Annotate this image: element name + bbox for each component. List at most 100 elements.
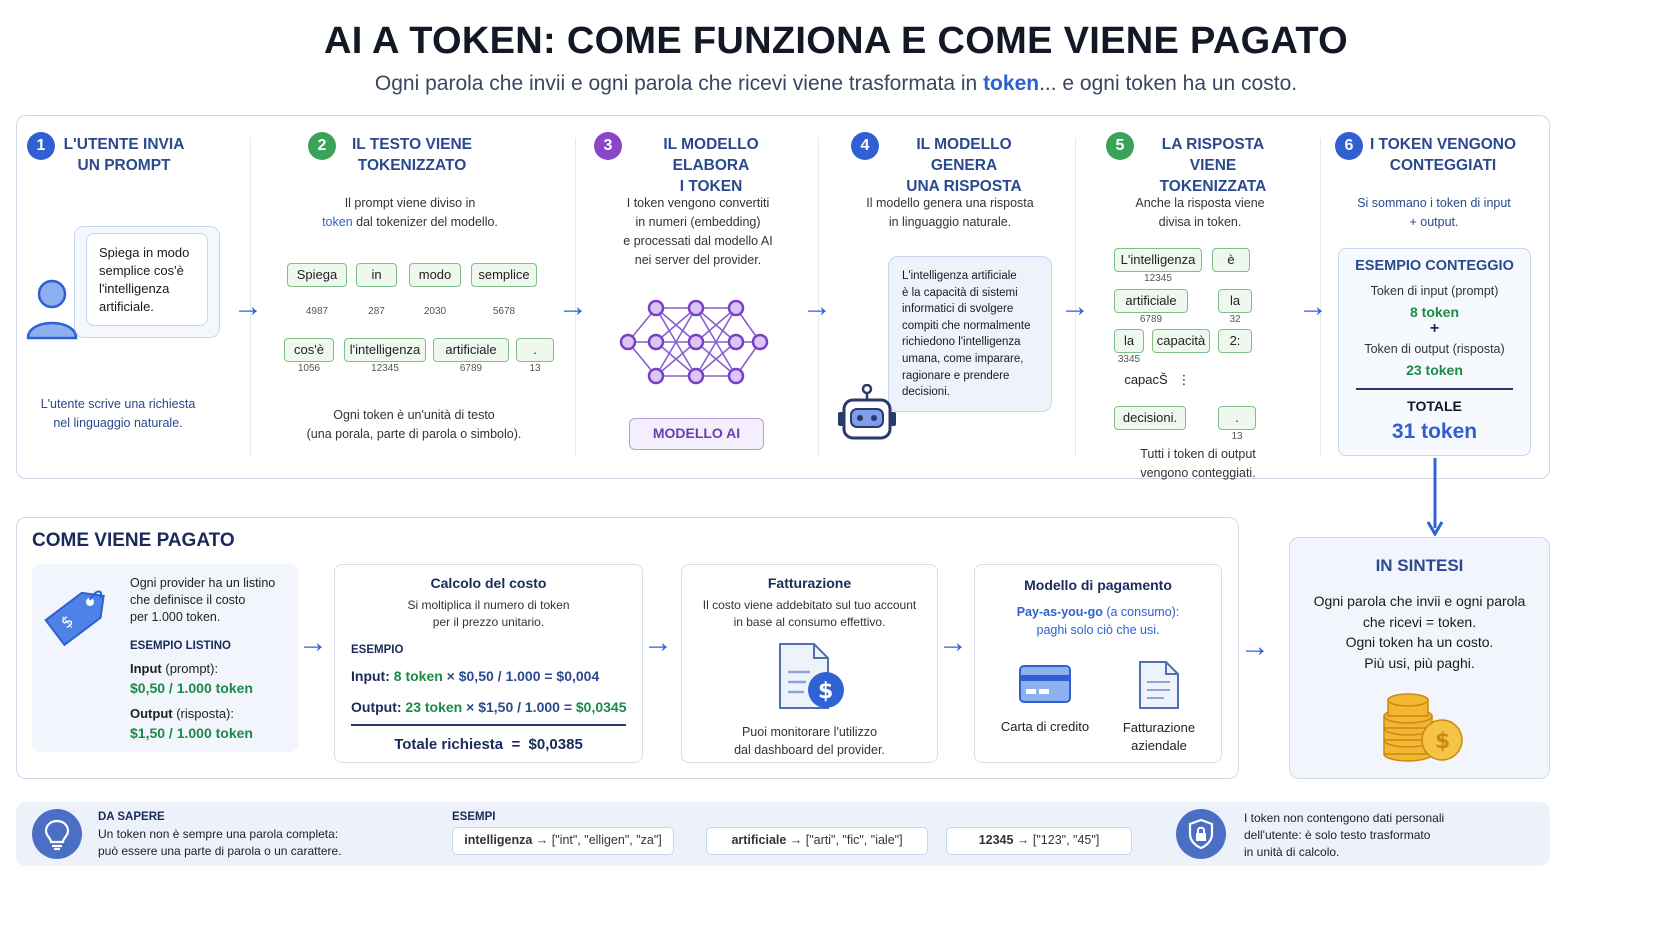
footer-privacy: I token non contengono dati personali de…: [1244, 811, 1445, 859]
network-node: [727, 299, 745, 317]
token-id: 13: [529, 363, 541, 374]
calcolo-total: Totale richiesta = $0,0385: [394, 736, 583, 753]
token-chip: capacŠ: [1124, 372, 1168, 387]
network-edge: [695, 341, 737, 377]
token-chip: .: [1218, 406, 1256, 430]
sintesi-title: IN SINTESI: [1375, 556, 1464, 575]
arrow-icon: →: [298, 626, 328, 659]
arrow-icon: →: [938, 626, 968, 659]
footer-examples-label: ESEMPI: [452, 811, 496, 823]
arrow-icon: →: [233, 290, 263, 323]
count-input-value: 8 token: [1409, 304, 1459, 320]
calcolo-input-line: Input: 8 token × $0,50 / 1.000 = $0,004: [351, 668, 600, 684]
token-chip: artificiale: [1114, 289, 1188, 313]
count-box: [1338, 248, 1531, 456]
count-input-label: Token di input (prompt): [1370, 284, 1499, 298]
token-id: 1056: [297, 363, 321, 374]
step-2-number: 2: [308, 132, 336, 160]
arrow-icon: →: [1298, 290, 1328, 323]
token-chip: Spiega: [287, 263, 347, 287]
step-5-desc: Anche la risposta viene divisa in token.: [1135, 196, 1265, 229]
step-3-desc: I token vengono convertiti in numeri (em…: [623, 196, 773, 267]
model-ai-badge: MODELLO AI: [629, 418, 764, 450]
step-1-desc: L'utente scrive una richiesta nel lingua…: [40, 397, 196, 430]
step-5-foot: Tutti i token di output vengono conteggi…: [1140, 447, 1256, 480]
token-id: 3345: [1117, 354, 1141, 365]
token-id: 12345: [371, 363, 399, 374]
step-4-desc: Il modello genera una risposta in lingua…: [866, 196, 1034, 229]
sintesi-text: Ogni parola che invii e ogni parola che …: [1313, 593, 1526, 671]
token-id: 287: [368, 306, 385, 317]
footer-title: DA SAPERE: [98, 811, 165, 823]
count-box-title: ESEMPIO CONTEGGIO: [1355, 258, 1514, 274]
token-chip: semplice: [471, 263, 537, 287]
step-1-number: 1: [27, 132, 55, 160]
network-node: [727, 367, 745, 385]
step-5-number: 5: [1106, 132, 1134, 160]
network-edge: [695, 307, 737, 377]
listino-output-label: Output (risposta):: [130, 706, 234, 721]
token-id: 32: [1229, 314, 1241, 325]
token-chip: cos'è: [284, 338, 334, 362]
payment-option-business: Fatturazione aziendale: [1122, 720, 1196, 753]
token-id: 13: [1231, 431, 1243, 442]
listino-input-label: Input (prompt):: [130, 661, 219, 676]
arrow-icon: →: [558, 290, 588, 323]
calcolo-example-label: ESEMPIO: [351, 644, 404, 656]
step-2-title: IL TESTO VIENE TOKENIZZATO: [351, 136, 472, 174]
network-node: [687, 333, 705, 351]
modello-desc: paghi solo ciò che usi.: [1036, 623, 1160, 637]
user-icon: [24, 276, 80, 347]
fatturazione-title: Fatturazione: [767, 575, 852, 591]
step-3-title: IL MODELLO ELABORA I TOKEN: [663, 136, 759, 195]
token-chip: la: [1218, 289, 1252, 313]
network-node: [727, 333, 745, 351]
page-subtitle: Ogni parola che invii e ogni parola che …: [374, 72, 1298, 95]
price-tag-icon: $: [42, 586, 106, 659]
step-4-number: 4: [851, 132, 879, 160]
response-bubble-text: L'intelligenza artificiale è la capacità…: [902, 270, 1031, 399]
token-chip: è: [1212, 248, 1250, 272]
listino-card: [32, 564, 298, 752]
token-chip: 2:: [1218, 329, 1252, 353]
count-output-label: Token di output (risposta): [1364, 342, 1505, 356]
count-total-label: TOTALE: [1407, 398, 1462, 414]
token-id: 4987: [305, 306, 329, 317]
token-chip: l'intelligenza: [344, 338, 426, 362]
listino-output-price: $1,50 / 1.000 token: [130, 725, 253, 741]
modello-card: [974, 564, 1222, 763]
network-edge: [695, 307, 737, 343]
token-id: 2030: [423, 306, 447, 317]
network-node: [687, 299, 705, 317]
token-chip: la: [1114, 329, 1144, 353]
step-5-title: LA RISPOSTA VIENE TOKENIZZATA: [1159, 136, 1267, 195]
token-chip: in: [356, 263, 397, 287]
payment-heading: COME VIENE PAGATO: [32, 530, 235, 551]
calcolo-output-line: Output: 23 token × $1,50 / 1.000 = $0,03…: [351, 699, 627, 715]
network-node: [751, 333, 769, 351]
process-panel: [16, 115, 1550, 479]
payment-option-card: Carta di credito: [1000, 719, 1090, 734]
neural-network-icon: [610, 286, 780, 403]
token-id: 5678: [492, 306, 516, 317]
listino-input-price: $0,50 / 1.000 token: [130, 680, 253, 696]
network-node: [687, 367, 705, 385]
token-id: 6789: [459, 363, 483, 374]
coins-icon: $: [1378, 684, 1468, 769]
step-6-title: I TOKEN VENGONO CONTEGGIATI: [1369, 136, 1517, 174]
token-chip: modo: [409, 263, 461, 287]
modello-title: Modello di pagamento: [1024, 577, 1172, 593]
network-edge: [655, 307, 697, 377]
step-3-number: 3: [594, 132, 622, 160]
page-title: AI A TOKEN: COME FUNZIONA E COME VIENE P…: [323, 20, 1349, 62]
network-edge: [655, 341, 697, 377]
arrow-icon: →: [1240, 630, 1270, 663]
token-chip: L'intelligenza: [1114, 248, 1202, 272]
token-id: 12345: [1144, 273, 1172, 284]
credit-card-icon: [1018, 664, 1072, 709]
fatturazione-foot: Puoi monitorare l'utilizzo dal dashboard…: [734, 725, 885, 757]
count-total-value: 31 token: [1391, 420, 1478, 443]
calcolo-title: Calcolo del costo: [430, 575, 547, 591]
network-edge: [655, 307, 697, 343]
